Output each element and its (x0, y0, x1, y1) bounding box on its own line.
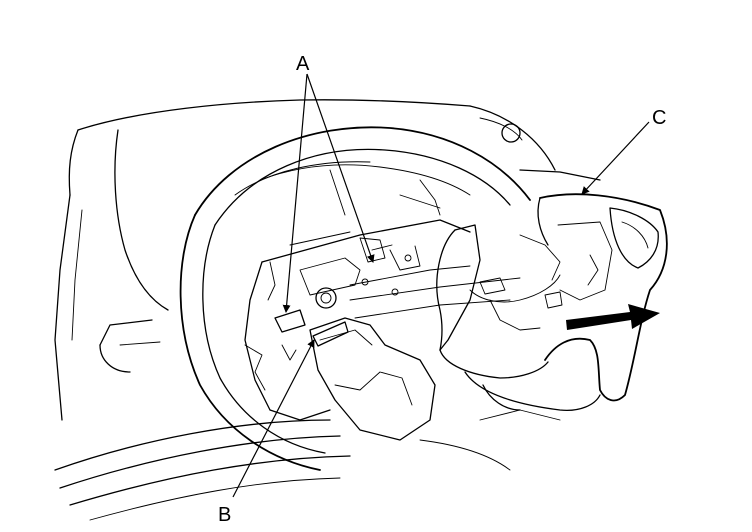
callout-label-b: B (218, 504, 231, 526)
leader-c (581, 121, 650, 195)
steering-wheel-panel (436, 193, 668, 411)
leader-a-right (306, 73, 375, 263)
steering-wheel-rim (179, 126, 531, 471)
callout-label-c: C (652, 107, 666, 129)
removal-direction-arrow-icon (566, 304, 660, 330)
leader-b (232, 339, 315, 498)
dashboard-outline (54, 99, 601, 521)
lower-column-cover (309, 317, 436, 441)
callout-label-a: A (296, 53, 310, 75)
leader-a-left (282, 73, 308, 313)
callout-leader-lines (232, 73, 650, 498)
steering-hub-assembly (244, 219, 521, 421)
